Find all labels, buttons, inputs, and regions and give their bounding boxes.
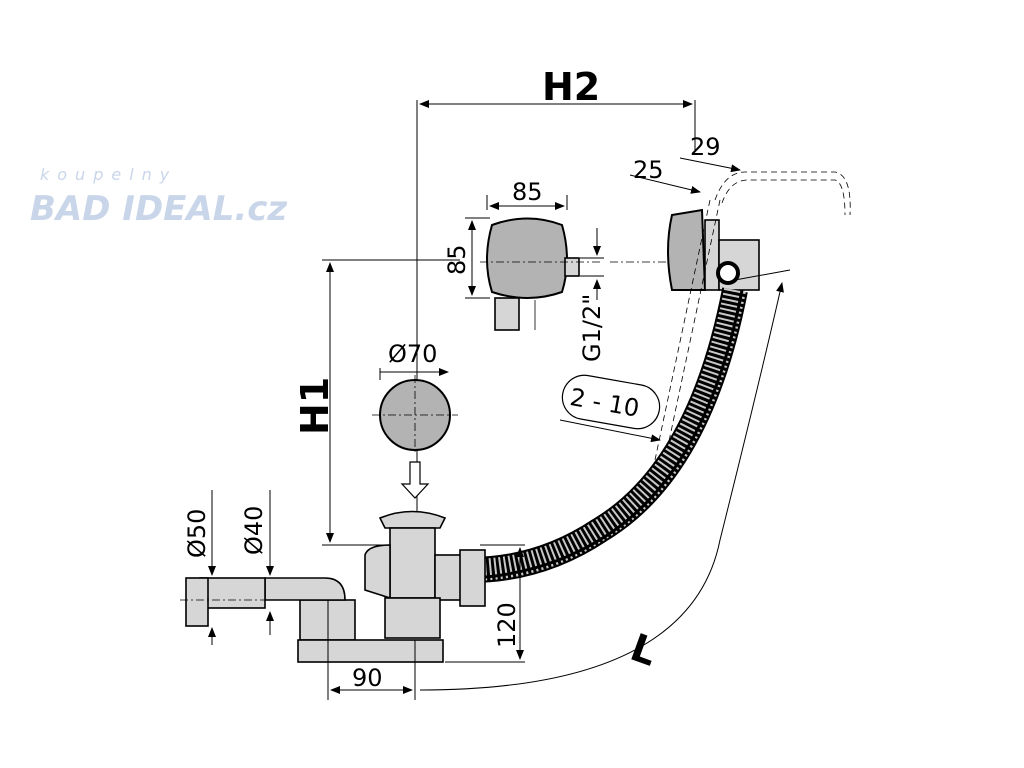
drain-body (180, 510, 486, 663)
plug-cap: Ø70 (372, 340, 458, 499)
svg-text:85: 85 (512, 178, 543, 206)
svg-text:G1/2": G1/2" (578, 294, 606, 362)
overflow-unit: 85 85 G1/2" (443, 178, 700, 362)
wall-inlet (654, 199, 760, 461)
down-arrow-icon (400, 461, 430, 499)
svg-text:Ø50: Ø50 (183, 509, 211, 558)
svg-text:25: 25 (633, 156, 664, 184)
svg-text:BAD IDEAL.cz: BAD IDEAL.cz (30, 189, 287, 229)
pipe-diameters: Ø50 Ø40 (183, 490, 274, 645)
svg-text:H1: H1 (293, 377, 337, 435)
svg-text:29: 29 (690, 133, 721, 161)
watermark: koupelny BAD IDEAL.cz (30, 165, 287, 229)
svg-text:L: L (625, 625, 663, 675)
svg-text:120: 120 (493, 602, 521, 648)
svg-text:90: 90 (352, 664, 383, 692)
svg-text:Ø40: Ø40 (240, 506, 268, 555)
svg-text:Ø70: Ø70 (388, 340, 437, 368)
svg-text:koupelny: koupelny (40, 165, 177, 184)
wall-thickness-dims: 29 25 (629, 133, 741, 194)
width-90-dimension: 90 (327, 600, 416, 700)
svg-text:H2: H2 (542, 65, 600, 109)
height-120-dimension: 120 (445, 544, 525, 663)
wall-range-label: 2 - 10 (559, 374, 661, 443)
h1-dimension: H1 (293, 259, 460, 546)
